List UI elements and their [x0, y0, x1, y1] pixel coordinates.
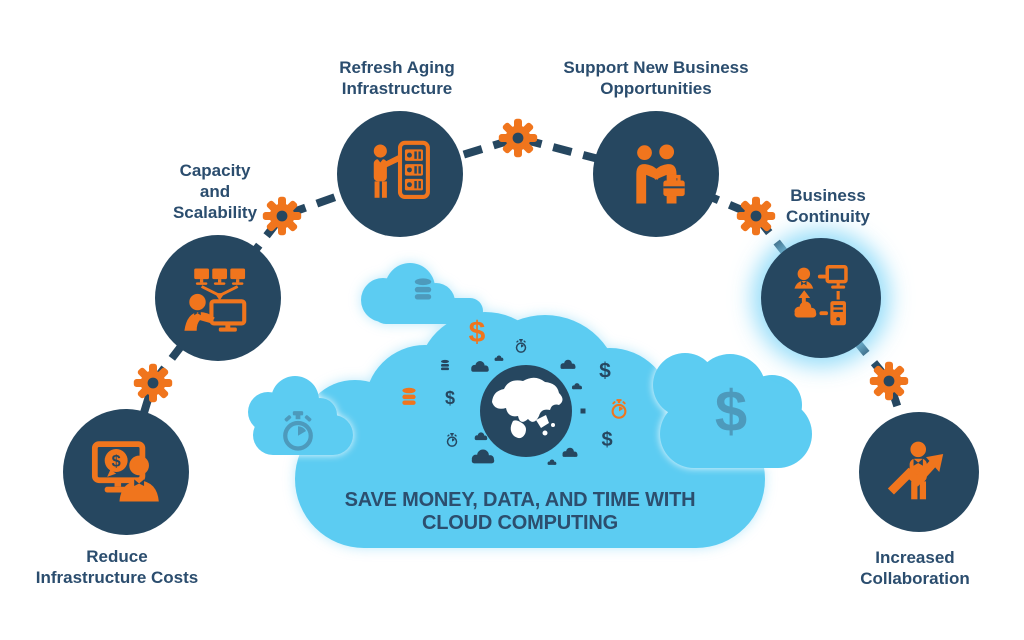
mini-cloud-icon: [559, 358, 578, 370]
gear-icon: [133, 363, 173, 403]
dollar-sign: $: [714, 379, 748, 444]
node-capacity-and-scalability: [155, 235, 281, 361]
database-icon: [401, 388, 418, 409]
stopwatch-icon: [281, 411, 315, 451]
gear-icon: [869, 361, 909, 401]
gear-icon: [498, 118, 538, 158]
handshake-briefcase-icon: [636, 144, 685, 204]
cloud-network-icon: [794, 265, 848, 326]
dollar-sign: $: [601, 429, 613, 451]
person-growth-arrow-icon: [887, 441, 944, 500]
mini-cloud-icon: [571, 382, 584, 390]
database-icon: [440, 360, 450, 373]
node-business-continuity: [761, 238, 881, 358]
mini-cloud-icon: [494, 355, 505, 362]
mini-cloud-icon: [561, 446, 580, 458]
database-icon: [413, 278, 434, 304]
mini-cloud-icon: [547, 459, 558, 466]
mini-cloud-icon: [473, 431, 489, 441]
node-refresh-aging-infrastructure: [337, 111, 463, 237]
server-rack-person-icon: [373, 140, 430, 200]
screens-presenter-icon: [184, 268, 247, 332]
mini-cloud-icon: [469, 447, 498, 465]
stopwatch-icon: [611, 399, 628, 419]
caption-line-2: CLOUD COMPUTING: [422, 512, 618, 534]
stopwatch-icon: [515, 339, 527, 353]
dollar-sign: $: [444, 388, 456, 408]
node-reduce-infrastructure-costs: $: [63, 409, 189, 535]
globe-icon: [480, 365, 572, 457]
cloud-caption: SAVE MONEY, DATA, AND TIME WITH CLOUD CO…: [320, 489, 720, 535]
stopwatch-cloud: [248, 376, 353, 455]
dollar-sign: $: [468, 316, 486, 349]
stopwatch-icon: [446, 433, 458, 447]
svg-text:$: $: [112, 452, 121, 470]
dollar-cloud: [653, 353, 812, 468]
node-support-new-business-opportunities: [593, 111, 719, 237]
caption-line-1: SAVE MONEY, DATA, AND TIME WITH: [344, 489, 696, 511]
node-increased-collaboration: [859, 412, 979, 532]
square-dot: [580, 408, 586, 414]
cost-monitor-person-icon: $: [91, 441, 159, 502]
mini-cloud-icon: [469, 359, 491, 373]
dollar-sign: $: [599, 359, 611, 383]
